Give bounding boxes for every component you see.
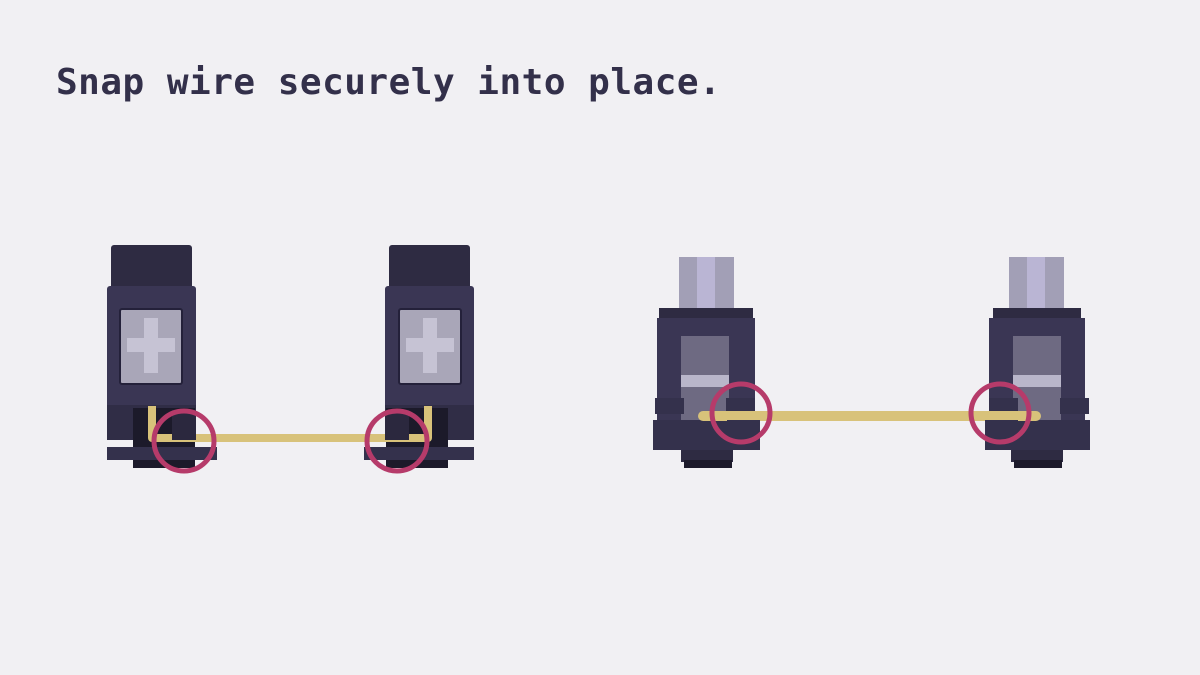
stabilizer-housing-left [107, 245, 217, 468]
stabilizer-wire-front [148, 406, 432, 442]
highlight-circle [151, 408, 217, 474]
highlight-circle [968, 381, 1032, 445]
stabilizer-front-view [107, 245, 474, 474]
highlight-circle [364, 408, 430, 474]
stabilizer-side-view [653, 257, 1090, 468]
instruction-heading: Snap wire securely into place. [56, 62, 722, 103]
highlight-circle [709, 381, 773, 445]
